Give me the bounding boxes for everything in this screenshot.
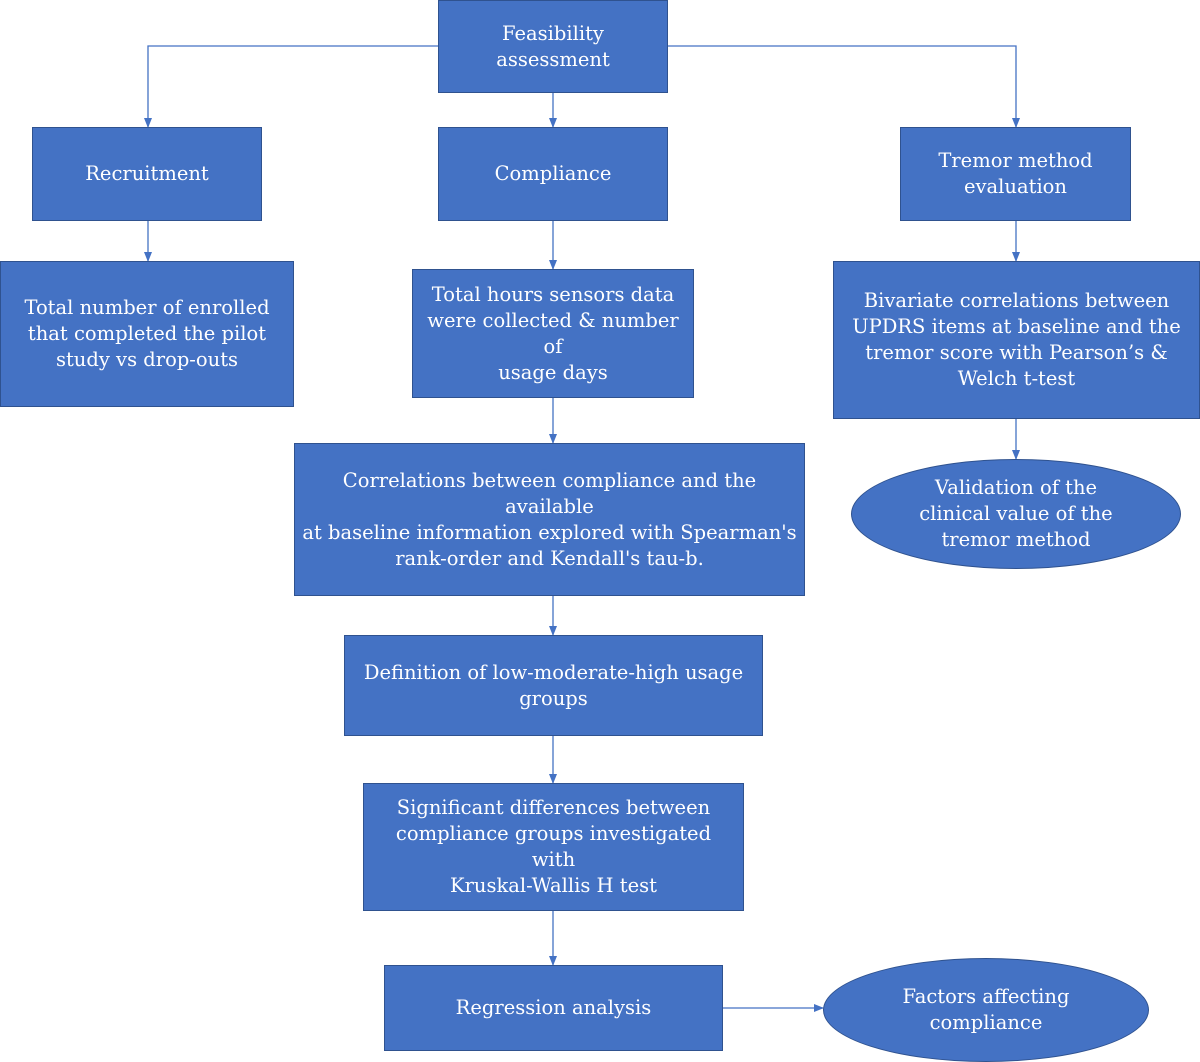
node-tremor-line-2: evaluation [964,175,1067,198]
node-tremor-method-evaluation: Tremor method evaluation [900,127,1131,221]
node-significant-differences: Significant differences between complian… [363,783,744,911]
node-enrolled-line-2: that completed the pilot [27,322,267,345]
node-factors-affecting-compliance: Factors affecting compliance [823,958,1149,1062]
node-significant-line-3: Kruskal-Wallis H test [450,874,657,897]
node-validation-clinical-value: Validation of the clinical value of the … [851,459,1181,569]
node-correlations-line-2: at baseline information explored with Sp… [302,520,797,544]
connector-feasibility-to-recruitment [144,45,438,128]
node-feasibility-assessment: Feasibility assessment [438,0,668,93]
node-factors-line-2: compliance [929,1011,1043,1034]
node-factors-line-1: Factors affecting [902,985,1070,1008]
node-regression-analysis: Regression analysis [384,965,723,1051]
node-validation-line-2: clinical value of the [919,502,1113,525]
node-feasibility-assessment-label: Feasibility assessment [496,21,610,71]
node-hours-line-1: Total hours sensors data [431,282,675,306]
node-significant-line-1: Significant differences between [396,796,711,819]
node-bivariate-correlations: Bivariate correlations between UPDRS ite… [833,261,1200,419]
node-validation-line-1: Validation of the [934,476,1098,499]
node-sensor-hours: Total hours sensors data were collected … [412,269,694,398]
node-bivariate-line-1: Bivariate correlations between [863,289,1170,312]
node-correlations-line-3: rank-order and Kendall's tau-b. [395,546,704,570]
node-recruitment: Recruitment [32,127,262,221]
node-regression-label: Regression analysis [455,996,652,1019]
node-significant-line-2: compliance groups investigated with [395,822,712,871]
connector-feasibility-to-tremor [668,45,1020,128]
node-enrolled-line-1: Total number of enrolled [24,296,270,319]
node-validation-line-3: tremor method [941,528,1091,551]
node-hours-line-2: were collected & number of [427,308,679,358]
node-enrolled-line-3: study vs drop-outs [55,348,239,371]
node-correlations-line-1: Correlations between compliance and the … [342,468,757,518]
node-compliance-correlations: Correlations between compliance and the … [294,443,805,596]
node-recruitment-label: Recruitment [85,162,209,185]
node-usage-group-definition: Definition of low-moderate-high usage gr… [344,635,763,736]
node-definition-line-2: groups [519,686,588,710]
node-bivariate-line-2: UPDRS items at baseline and the [852,315,1181,338]
node-compliance: Compliance [438,127,668,221]
node-compliance-label: Compliance [494,162,612,185]
node-definition-line-1: Definition of low-moderate-high usage [363,660,744,684]
node-enrolled-vs-dropouts: Total number of enrolled that completed … [0,261,294,407]
node-bivariate-line-4: Welch t-test [957,367,1076,390]
node-hours-line-3: usage days [498,360,608,384]
node-tremor-line-1: Tremor method [938,149,1093,172]
node-bivariate-line-3: tremor score with Pearson’s & [865,341,1168,364]
